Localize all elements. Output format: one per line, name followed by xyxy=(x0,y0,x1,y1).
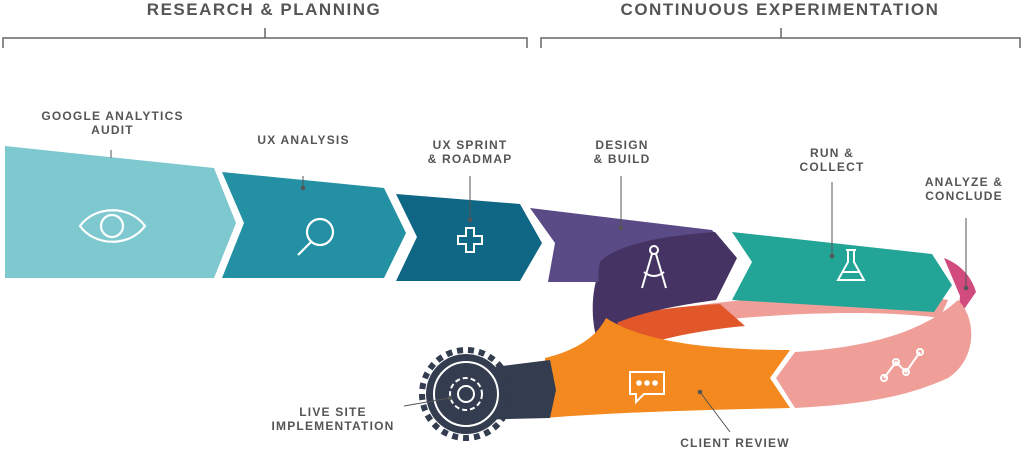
gear-icon xyxy=(449,377,483,411)
step-label-design-build: DESIGN & BUILD xyxy=(593,138,651,166)
gear-badge-teeth xyxy=(419,347,513,441)
magnifier-icon xyxy=(297,217,335,256)
phase-title-continuous-experimentation: CONTINUOUS EXPERIMENTATION xyxy=(620,0,940,19)
step-label-live-site-implementation: LIVE SITE IMPLEMENTATION xyxy=(271,405,395,433)
loop-front-band-pink xyxy=(776,300,972,408)
step-label-google-analytics-audit: GOOGLE ANALYTICS AUDIT xyxy=(41,109,184,137)
step-label-ux-analysis: UX ANALYSIS xyxy=(257,133,350,147)
step-shape-client-review xyxy=(545,318,790,418)
step-shape-analyze-conclude xyxy=(944,258,976,318)
step-label-ux-sprint-roadmap: UX SPRINT & ROADMAP xyxy=(427,138,513,166)
bracket-research-planning xyxy=(2,28,528,48)
flask-icon xyxy=(836,249,866,281)
step-label-client-review: CLIENT REVIEW xyxy=(680,436,790,450)
gear-badge-circle xyxy=(426,354,506,434)
step-label-run-collect: RUN & COLLECT xyxy=(799,146,865,174)
eye-icon xyxy=(78,209,147,243)
phase-title-research-planning: RESEARCH & PLANNING xyxy=(146,0,382,19)
step-shape-ux-analysis xyxy=(222,172,406,278)
design-band-dark-panel xyxy=(598,232,737,325)
compass-icon xyxy=(641,245,667,289)
gear-badge-ring xyxy=(433,361,499,427)
bracket-continuous-experimentation xyxy=(540,28,1021,48)
step-label-analyze-conclude: ANALYZE & CONCLUDE xyxy=(924,175,1004,203)
trend-line-icon xyxy=(880,348,924,382)
leader-lines xyxy=(110,150,969,433)
plus-icon xyxy=(457,227,483,253)
chat-bubble-icon xyxy=(629,371,665,405)
step-shape-ux-sprint xyxy=(396,194,542,281)
